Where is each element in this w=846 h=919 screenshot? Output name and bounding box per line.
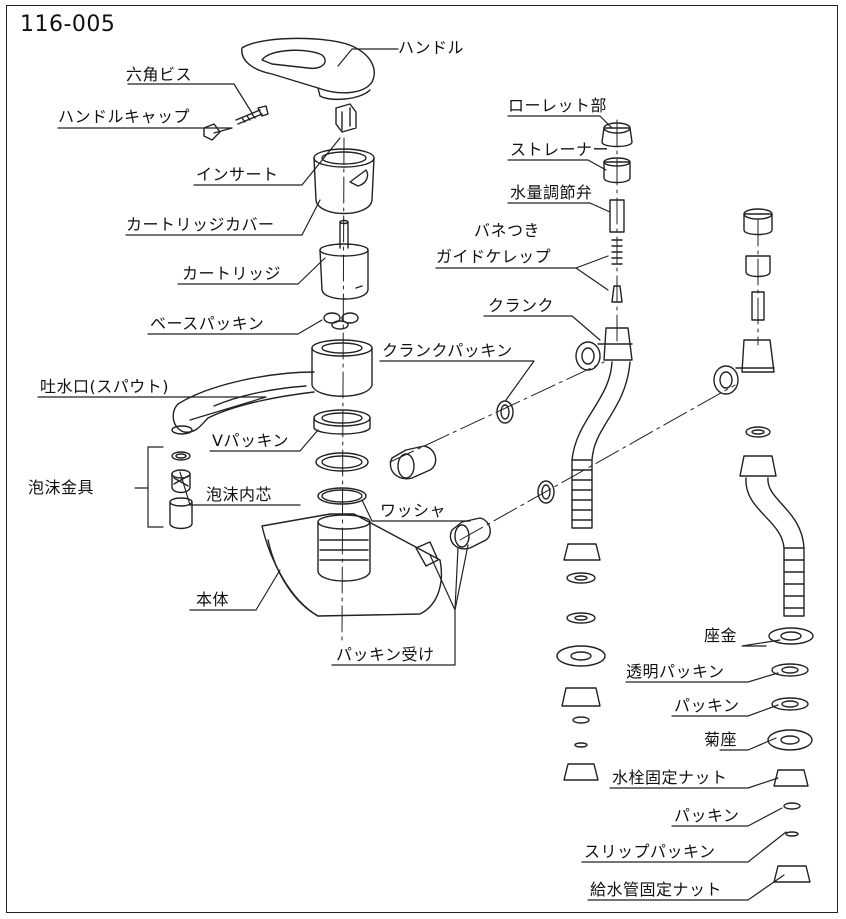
leader-packing-2 — [671, 807, 783, 827]
o-ring-part — [315, 452, 369, 472]
body-part — [261, 513, 443, 617]
label-aerator-set: 泡沫金具 — [28, 478, 95, 497]
leader-insert — [193, 137, 341, 186]
v-packing-part — [313, 409, 371, 435]
label-cartridge: カートリッジ — [182, 264, 282, 283]
base-packing-part — [323, 312, 359, 330]
right-valve-parts — [713, 208, 814, 883]
leader-supply-nut — [587, 874, 785, 901]
model-code: 116-005 — [20, 12, 116, 37]
label-cartridge-cover: カートリッジカバー — [126, 215, 275, 234]
leader-clear-packing — [625, 672, 779, 683]
packing-seat-parts — [389, 400, 555, 550]
cartridge-cover-part — [313, 148, 375, 215]
leader-base-packing — [147, 319, 323, 335]
label-base-packing: ベースパッキン — [150, 314, 265, 333]
leader-handle — [337, 48, 399, 67]
leader-packing-seat — [331, 544, 469, 666]
spout-part — [171, 339, 373, 435]
leader-v-packing — [209, 429, 319, 452]
leader-chrysanthemum — [719, 737, 777, 751]
handle-cap-part — [203, 123, 221, 141]
label-washer-plate: 座金 — [704, 626, 738, 645]
label-washer: ワッシャ — [380, 501, 447, 520]
leader-handle-cap — [57, 127, 233, 134]
handle-part — [241, 37, 375, 101]
leader-aerator-bracket — [134, 446, 164, 528]
label-strainer: ストレーナー — [510, 140, 610, 159]
label-flow-valve: 水量調節弁 — [510, 183, 593, 202]
label-handle-cap: ハンドルキャップ — [58, 107, 191, 126]
leader-washer — [361, 499, 471, 522]
label-knurled-part: ローレット部 — [508, 96, 608, 115]
label-crank: クランク — [488, 296, 555, 315]
label-packing-seat: パッキン受け — [336, 645, 435, 664]
leader-slip-packing — [581, 831, 787, 863]
leader-hex-screw — [127, 83, 253, 114]
washer-part — [317, 487, 367, 505]
left-valve-parts — [556, 122, 633, 781]
leader-flow-valve — [507, 202, 611, 213]
label-supply-pipe-nut: 給水管固定ナット — [590, 880, 723, 899]
leader-spout — [37, 396, 267, 421]
leader-crank-packing — [379, 360, 535, 401]
label-insert: インサート — [196, 165, 279, 184]
label-clear-packing: 透明パッキン — [626, 662, 725, 681]
label-chrysanthemum-seat: 菊座 — [704, 730, 738, 749]
label-packing-1: パッキン — [674, 696, 740, 715]
leader-packing-1 — [671, 704, 779, 717]
aerator-parts — [169, 451, 193, 530]
label-aerator-core: 泡沫内芯 — [206, 485, 273, 504]
leader-washer-plate — [741, 639, 781, 647]
label-crank-packing: クランクパッキン — [382, 341, 513, 360]
label-handle: ハンドル — [398, 38, 465, 57]
label-faucet-nut: 水栓固定ナット — [612, 768, 728, 787]
label-spring-guide-1: バネつき — [474, 221, 541, 240]
label-slip-packing: スリップパッキン — [584, 842, 716, 861]
leader-spring-guide — [435, 255, 609, 291]
label-body: 本体 — [196, 590, 230, 609]
diagram-frame — [6, 5, 838, 913]
leader-crank — [483, 315, 601, 341]
label-spring-guide-2: ガイドケレップ — [436, 247, 552, 266]
label-hex-screw: 六角ビス — [126, 65, 193, 84]
label-v-packing: Vパッキン — [212, 431, 289, 450]
hex-screw-part — [235, 105, 269, 125]
label-spout: 吐水口(スパウト) — [40, 377, 169, 396]
leader-faucet-nut — [609, 777, 779, 789]
leader-knurled — [507, 115, 613, 129]
leader-cartridge-cover — [125, 199, 321, 236]
label-packing-2: パッキン — [674, 806, 740, 825]
leader-body — [189, 569, 281, 611]
leader-strainer — [507, 159, 607, 171]
cartridge-part — [319, 219, 369, 300]
insert-part — [335, 103, 357, 133]
